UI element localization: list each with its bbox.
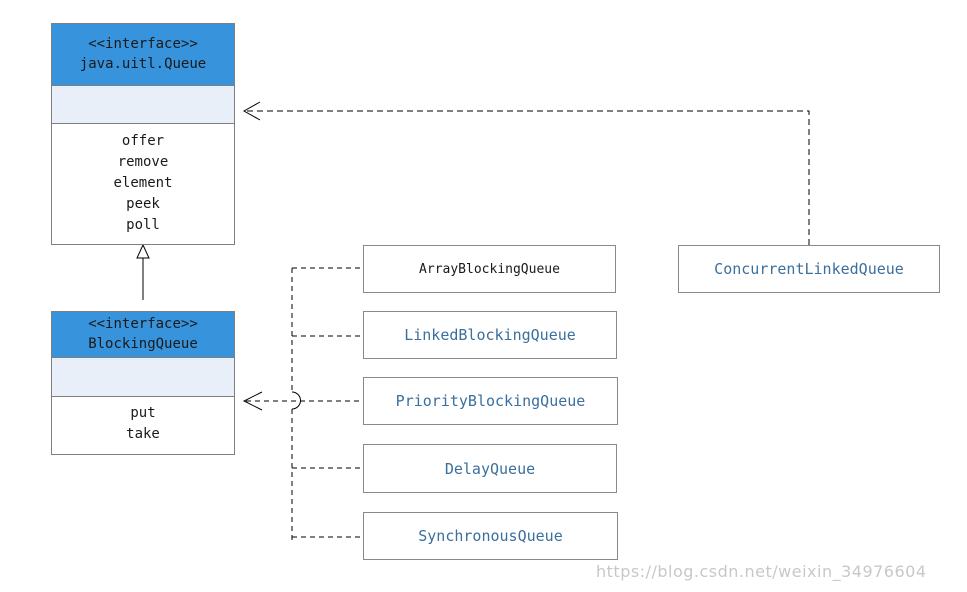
queue-operations-section: offer remove element peek poll bbox=[52, 124, 234, 236]
operation-take: take bbox=[126, 426, 160, 442]
queue-interface-name: java.uitl.Queue bbox=[79, 56, 207, 72]
blocking-realization-lines bbox=[246, 267, 363, 542]
operation-element: element bbox=[113, 175, 173, 191]
blocking-stereotype: <<interface>> bbox=[88, 316, 198, 332]
blocking-operations-section: put take bbox=[52, 397, 234, 445]
queue-interface-box: <<interface>> java.uitl.Queue offer remo… bbox=[51, 23, 235, 245]
operation-poll: poll bbox=[126, 217, 160, 233]
queue-stereotype: <<interface>> bbox=[88, 36, 198, 52]
operation-remove: remove bbox=[117, 154, 169, 170]
blocking-attributes-section bbox=[52, 358, 234, 397]
operation-put: put bbox=[130, 405, 156, 421]
delay-queue-box: DelayQueue bbox=[363, 444, 617, 493]
concurrent-linked-queue-box: ConcurrentLinkedQueue bbox=[678, 245, 940, 293]
concurrent-realization-arrowhead bbox=[242, 101, 261, 121]
operation-peek: peek bbox=[126, 196, 160, 212]
operation-offer: offer bbox=[121, 133, 165, 149]
concurrent-realization-line bbox=[244, 110, 810, 245]
blocking-queue-interface-box: <<interface>> BlockingQueue put take bbox=[51, 311, 235, 455]
linked-blocking-queue-box: LinkedBlockingQueue bbox=[363, 311, 617, 359]
watermark-text: https://blog.csdn.net/weixin_34976604 bbox=[596, 562, 927, 581]
blocking-interface-name: BlockingQueue bbox=[88, 336, 198, 352]
queue-attributes-section bbox=[52, 86, 234, 124]
array-blocking-queue-box: ArrayBlockingQueue bbox=[363, 245, 616, 293]
blocking-queue-header: <<interface>> BlockingQueue bbox=[52, 312, 234, 358]
synchronous-queue-box: SynchronousQueue bbox=[363, 512, 618, 560]
priority-blocking-queue-box: PriorityBlockingQueue bbox=[363, 377, 618, 425]
inheritance-arrowhead bbox=[136, 243, 150, 259]
queue-interface-header: <<interface>> java.uitl.Queue bbox=[52, 24, 234, 86]
blocking-realization-arrowhead bbox=[242, 391, 263, 411]
